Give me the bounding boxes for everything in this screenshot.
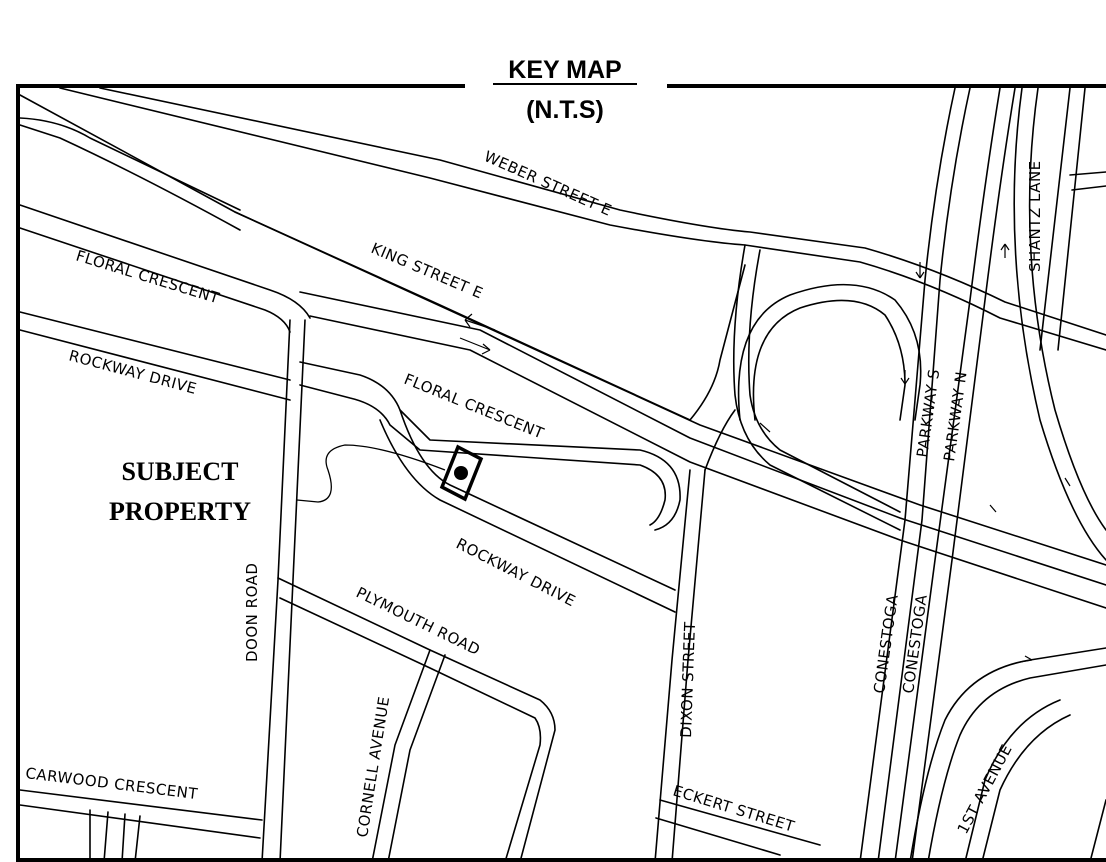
road-interchange-ramp-2 [747, 249, 901, 513]
road-carwood-stub-1 [89, 809, 141, 862]
label-shantz-lane: SHANTZ LANE [1026, 160, 1044, 272]
label-rockway-drive-east: ROCKWAY DRIVE [453, 535, 579, 611]
map-frame [16, 84, 1106, 862]
road-rockway-drive-west-edge [19, 329, 291, 401]
road-eckert-street [659, 799, 821, 846]
road-plymouth-road-edge [279, 597, 542, 862]
road-king-street-mid [234, 211, 1106, 566]
road-diagonal-top [19, 117, 241, 211]
road-floral-crescent-west [19, 204, 311, 319]
road-plymouth-road [277, 577, 556, 862]
label-dixon-street: DIXON STREET [677, 621, 699, 738]
map-title: KEY MAP [508, 56, 621, 84]
label-conestoga-2: CONESTOGA [899, 593, 931, 695]
label-doon-road: DOON ROAD [243, 563, 261, 662]
road-network [19, 87, 1106, 862]
arrow-parkway-s [915, 262, 925, 279]
road-king-street-n [299, 291, 1106, 586]
label-parkway-s: PARKWAY S [913, 368, 943, 459]
road-interchange-ramp-3 [689, 264, 746, 421]
arrow-king-east [459, 337, 491, 355]
arrow-east-ramp [1064, 477, 1071, 487]
leader-line [296, 444, 446, 503]
road-floral-crescent-east-edge [299, 361, 681, 531]
road-shantz-spur [1069, 171, 1106, 191]
road-carwood-crescent [19, 789, 263, 821]
road-rockway-drive-west [19, 311, 291, 381]
road-cornell-avenue-edge [387, 654, 446, 862]
label-conestoga-1: CONESTOGA [870, 593, 902, 695]
road-south-ramp-edge [927, 664, 1106, 862]
road-dixon-street [654, 469, 691, 862]
road-floral-crescent-east [299, 384, 667, 526]
subject-label-line2: PROPERTY [109, 497, 251, 526]
label-carwood-crescent: CARWOOD CRESCENT [25, 764, 200, 803]
road-conestoga-parkway-n-edge [911, 87, 1016, 862]
road-dixon-street-edge [671, 469, 706, 862]
road-1st-avenue-east [1089, 799, 1106, 862]
arrow-king-west [464, 313, 496, 331]
label-floral-crescent-east: FLORAL CRESCENT [402, 370, 547, 443]
label-cornell-avenue: CORNELL AVENUE [353, 695, 393, 839]
road-south-ramp [909, 647, 1106, 862]
arrow-parkway-n [1000, 243, 1010, 258]
road-diagonal-north-edge [19, 124, 241, 231]
road-interchange-ramp-4 [704, 409, 736, 471]
arrow-ramp-2 [989, 504, 997, 513]
road-conestoga-parkway-n [894, 87, 1001, 862]
arrow-south-ramp [1019, 655, 1033, 663]
road-cornell-avenue [371, 649, 431, 862]
road-shantz-lane-edge [1057, 87, 1086, 351]
road-shantz-lane [1039, 87, 1071, 351]
subject-property-marker [296, 444, 484, 503]
road-doon-road [261, 319, 291, 862]
property-outline [439, 444, 484, 502]
road-weber-street [59, 87, 1106, 351]
road-interchange-loop-inner [752, 299, 906, 421]
label-rockway-drive-west: ROCKWAY DRIVE [67, 346, 199, 397]
road-east-ramp-edge [1028, 87, 1106, 531]
subject-label-line1: SUBJECT [121, 457, 238, 486]
road-conestoga-parkway-s [859, 87, 956, 862]
road-east-ramp [1013, 87, 1106, 561]
arrow-parkway-s-2 [900, 370, 910, 385]
road-doon-road-edge [279, 319, 306, 862]
label-floral-crescent-west: FLORAL CRESCENT [74, 247, 222, 308]
street-labels: WEBER STREET E KING STREET E FLORAL CRES… [25, 147, 1044, 838]
road-1st-avenue-edge [981, 714, 1071, 862]
road-weber-street-edge [99, 87, 1106, 336]
road-conestoga-parkway-s-edge [877, 87, 971, 862]
road-rockway-drive-east [379, 419, 676, 613]
direction-arrows [459, 243, 1071, 663]
label-king-street: KING STREET E [368, 239, 485, 302]
road-interchange-loop [737, 283, 922, 421]
road-1st-avenue [964, 699, 1061, 862]
property-dot [454, 466, 468, 480]
arrow-ramp-1 [759, 422, 771, 433]
road-floral-crescent-west-edge [19, 227, 291, 333]
map-scale-note: (N.T.S) [526, 96, 604, 124]
label-plymouth-road: PLYMOUTH ROAD [353, 583, 483, 659]
label-1st-avenue: 1ST AVENUE [954, 741, 1016, 837]
road-eckert-street-edge [655, 817, 781, 856]
road-king-street-s [309, 315, 1106, 609]
